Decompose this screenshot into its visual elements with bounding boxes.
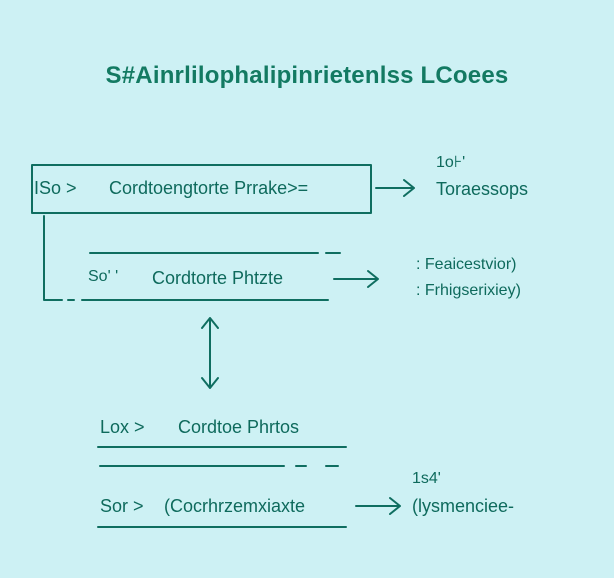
row3-prefix: Lox > [100, 417, 145, 437]
row2-note-2: : Frhigserixiey) [416, 282, 521, 299]
row4-note-top: 1s4' [412, 470, 441, 487]
row1-note: Toraessops [436, 179, 529, 199]
row4-label: (Cocrhrzemxiaxte [164, 496, 306, 516]
diagram-title: S#Ainrlilophalipinrietenlss LCoees [105, 62, 509, 89]
row4-note: (lysmenciee- [412, 496, 515, 516]
box-1 [31, 164, 372, 214]
row2-prefix: So' ' [88, 268, 119, 285]
row3-label: Cordtoe Phrtos [178, 417, 300, 437]
row4-prefix: Sor > [100, 496, 144, 516]
arrow-1 [375, 179, 415, 197]
row2-note-1: : Feaicestvior) [416, 256, 517, 273]
row1-note-top: 1o⊦' [436, 154, 466, 171]
double-arrow [201, 317, 219, 389]
arrow-4 [355, 497, 401, 515]
arrow-2 [333, 270, 379, 288]
row1-label: Cordtoengtorte Prrake>= [109, 178, 309, 198]
row2-label: Cordtorte Phtzte [152, 268, 284, 288]
row1-prefix: ISo > [34, 178, 77, 198]
left-bracket [43, 215, 63, 301]
